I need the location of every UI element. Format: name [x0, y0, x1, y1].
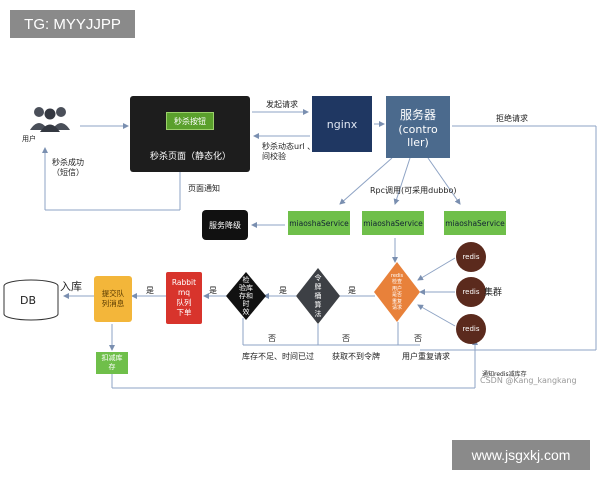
no-label-3: 否	[414, 334, 422, 343]
seckill-button[interactable]: 秒杀按钮	[166, 112, 214, 130]
watermark-tag: TG: MYYJJPP	[10, 10, 135, 38]
send-request-label: 发起请求	[266, 100, 298, 109]
miaosha-service-1: miaoshaService	[288, 211, 350, 235]
notify-redis-label: 通知redis减库存	[482, 371, 527, 378]
seckill-page-label: 秒杀页面（静态化）	[150, 152, 232, 162]
redis-node-3: redis	[456, 314, 486, 344]
page-notice-label: 页面通知	[188, 184, 220, 193]
submit-queue-message-node: 提交队 列消息	[94, 276, 132, 322]
rabbitmq-node: Rabbit mq 队列 下单	[166, 272, 202, 324]
miaosha-service-3: miaoshaService	[444, 211, 506, 235]
yes-label-1: 是	[146, 286, 154, 295]
token-bucket-diamond	[296, 268, 340, 324]
site-watermark: www.jsgxkj.com	[452, 440, 590, 470]
redis-duplicate-check-diamond	[374, 262, 420, 322]
user-label: 用户	[22, 135, 36, 143]
server-controller-node: 服务器 (contro ller)	[386, 96, 450, 158]
db-label: DB	[20, 294, 37, 307]
duplicate-request-label: 用户重复请求	[402, 352, 450, 361]
stock-check-label: 检 验库 存和 时 效	[239, 276, 253, 316]
yes-label-2: 是	[209, 286, 217, 295]
redis-node-2: redis	[456, 277, 486, 307]
rpc-call-label: Rpc调用(可采用dubbo)	[370, 186, 457, 195]
no-token-label: 获取不到令牌	[332, 352, 380, 361]
stock-insufficient-label: 库存不足、时间已过	[242, 352, 314, 361]
users-icon	[25, 104, 75, 132]
reject-request-label: 拒绝请求	[496, 114, 528, 123]
store-label: 入库	[60, 280, 82, 293]
no-label-1: 否	[268, 334, 276, 343]
yes-label-3: 是	[279, 286, 287, 295]
csdn-credit: CSDN @Kang_kangkang	[480, 376, 577, 385]
service-degrade-node: 服务降级	[202, 210, 248, 240]
db-icon	[2, 278, 60, 322]
redis-cluster-label: 集群	[484, 288, 503, 298]
stock-check-diamond	[226, 272, 266, 320]
success-notice-label: 秒杀成功 （短信）	[52, 158, 84, 177]
miaosha-service-2: miaoshaService	[362, 211, 424, 235]
server-subtitle: (contro ller)	[398, 122, 438, 149]
yes-label-4: 是	[348, 286, 356, 295]
seckill-page-box	[130, 96, 250, 172]
redis-node-1: redis	[456, 242, 486, 272]
no-label-2: 否	[342, 334, 350, 343]
server-title: 服务器	[399, 107, 436, 122]
redis-duplicate-check-label: redis 检查 用户 是否 重复 请求	[390, 272, 404, 312]
nginx-node: nginx	[312, 96, 372, 152]
deduct-stock-node: 扣减库 存	[96, 352, 128, 374]
token-bucket-label: 令 牌 桶 算 法	[314, 273, 322, 318]
